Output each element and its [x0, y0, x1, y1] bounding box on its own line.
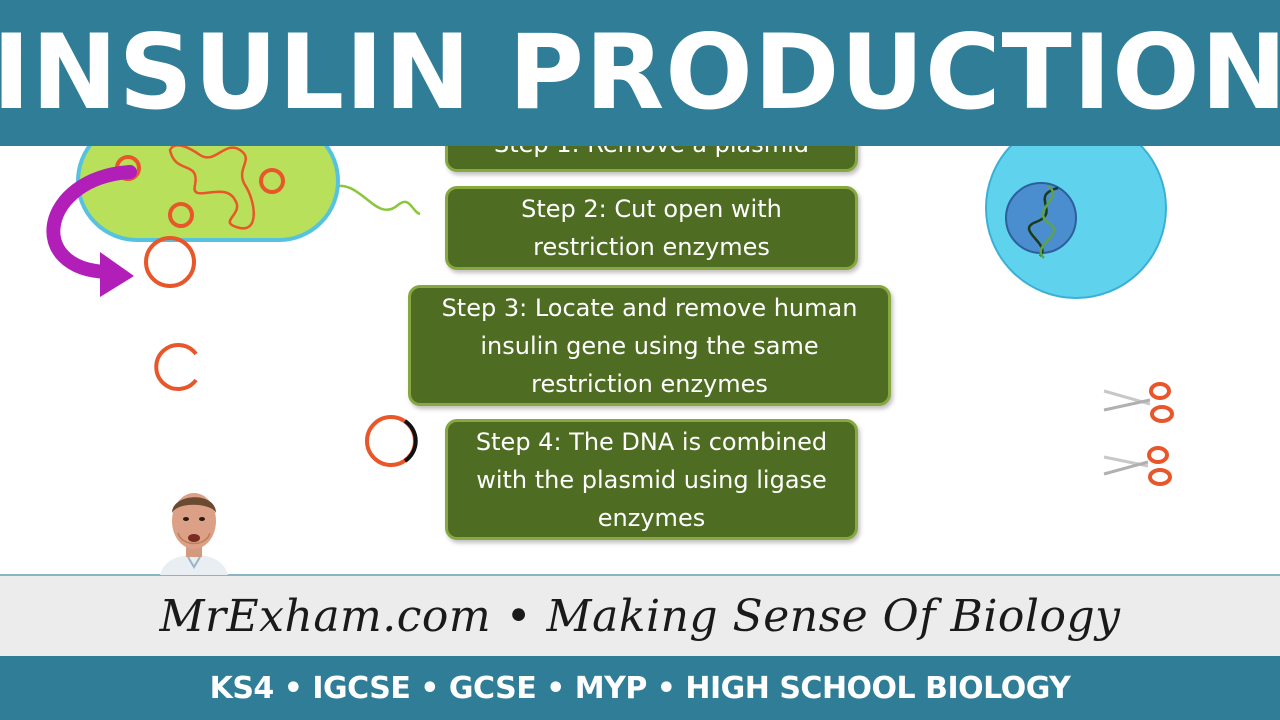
- step-2-label: Step 2: Cut open with restriction enzyme…: [521, 195, 782, 261]
- presenter-photo: [160, 493, 228, 575]
- cut-plasmid-icon: [154, 343, 198, 391]
- chromosomal-dna: [168, 144, 255, 230]
- step-4-box: Step 4: The DNA is combined with the pla…: [445, 419, 858, 540]
- flagellum: [329, 184, 421, 216]
- arrow-icon: [46, 165, 137, 297]
- plasmid-icon: [168, 202, 194, 228]
- human-cell-icon: [985, 117, 1167, 299]
- nucleus: [1005, 182, 1077, 254]
- step-4-label: Step 4: The DNA is combined with the pla…: [475, 427, 828, 532]
- title-bar: INSULIN PRODUCTION: [0, 0, 1280, 146]
- page-title: INSULIN PRODUCTION: [0, 12, 1280, 133]
- scissors-icon: [1103, 382, 1174, 423]
- step-2-box: Step 2: Cut open with restriction enzyme…: [445, 186, 858, 270]
- plasmid-icon: [259, 168, 285, 194]
- levels-text: KS4 • IGCSE • GCSE • MYP • HIGH SCHOOL B…: [209, 670, 1071, 706]
- step-3-label: Step 3: Locate and remove human insulin …: [441, 293, 858, 398]
- recombinant-plasmid-icon: [365, 415, 418, 467]
- tagline: MrExham.com • Making Sense Of Biology: [159, 590, 1121, 642]
- plasmid-icon: [144, 236, 196, 288]
- tagline-bar: MrExham.com • Making Sense Of Biology: [0, 574, 1280, 656]
- levels-bar: KS4 • IGCSE • GCSE • MYP • HIGH SCHOOL B…: [0, 656, 1280, 720]
- dna-icon: [1027, 184, 1059, 259]
- scissors-icon: [1103, 446, 1172, 486]
- step-3-box: Step 3: Locate and remove human insulin …: [408, 285, 891, 406]
